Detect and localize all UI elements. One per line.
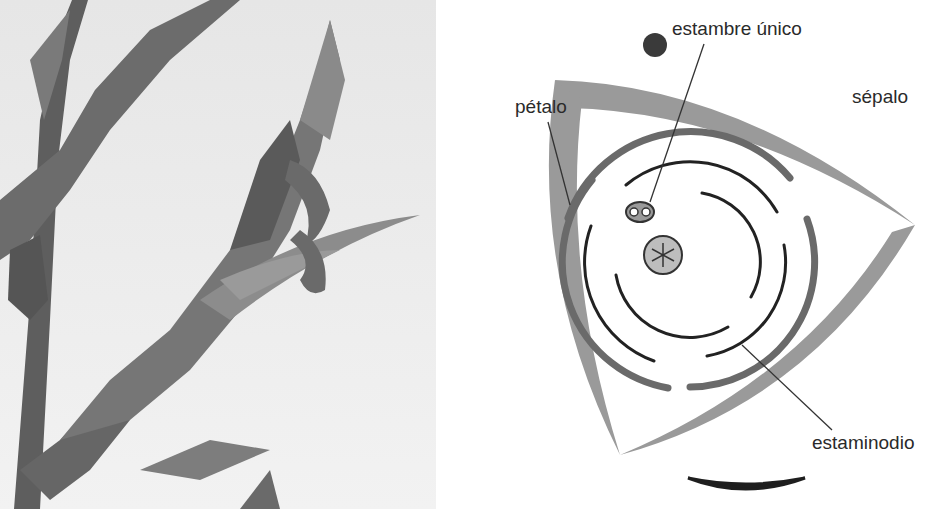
- part-label: pétalo: [515, 96, 567, 118]
- plant-photo: [0, 0, 436, 509]
- part-label: sépalo: [852, 86, 908, 108]
- leader-lines: [548, 44, 832, 430]
- part-label: estaminodio: [812, 432, 914, 454]
- floral-diagram: [549, 33, 915, 489]
- part-label: estambre único: [672, 18, 802, 40]
